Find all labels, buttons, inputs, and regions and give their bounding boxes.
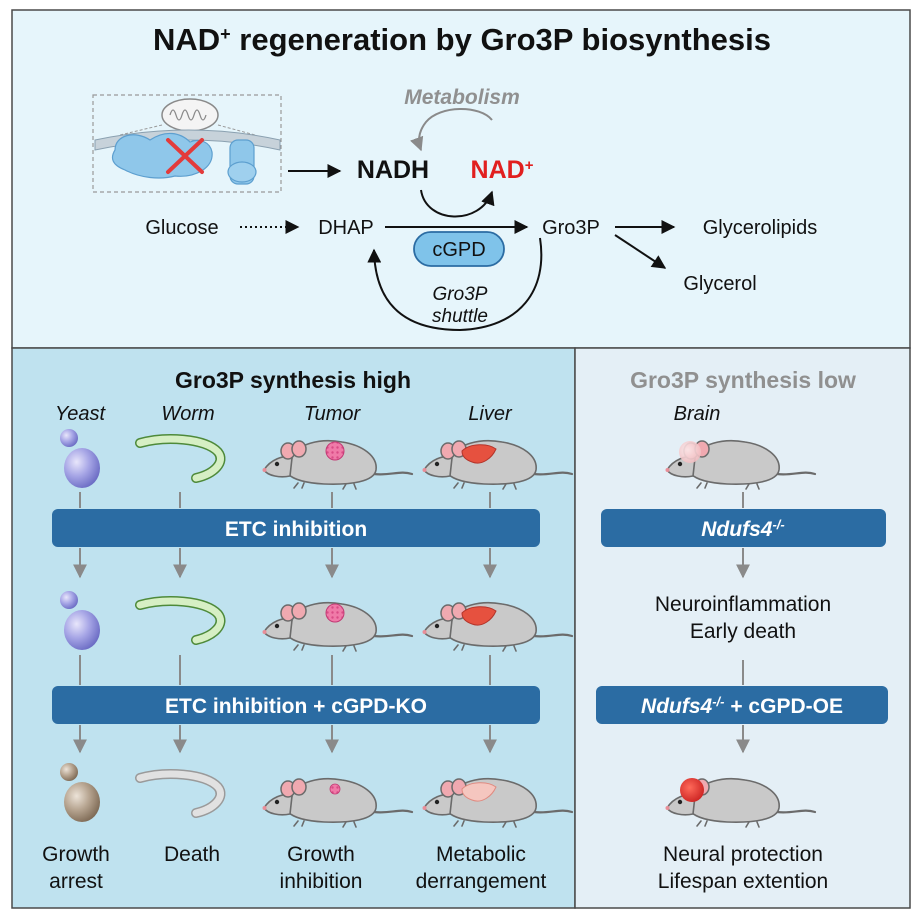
nad-plus-label: NAD+ [471,156,534,184]
yeast-icon-row3 [60,763,100,822]
outcome-rescue-line2: Lifespan extention [658,870,828,893]
nadh-to-nad-arrow [420,189,495,218]
outcome-brain-line2: Early death [690,620,796,643]
yeast-icon-row2 [60,591,100,650]
worm-icon-row1 [136,435,224,482]
etc-inhibition-label: ETC inhibition [225,518,367,541]
liver-icon-row3 [461,782,497,802]
yeast-icon-row1 [60,429,100,488]
tumor-icon-row1 [325,441,345,461]
worm-icon-row3 [136,770,224,817]
liver-icon-row1 [461,444,497,464]
brain-icon-red [680,778,704,802]
brain-icon-pale [679,441,701,463]
outcome-tumor-line2: inhibition [280,870,363,893]
worm-icon-row2 [136,597,224,644]
organism-label-yeast: Yeast [55,403,106,425]
glycerolipids-label: Glycerolipids [703,217,817,239]
dhap-label: DHAP [318,217,374,239]
glucose-label: Glucose [145,217,218,239]
metabolism-arrow [410,108,493,152]
etc-inhibition-cgpd-ko-bar [52,686,540,724]
ndufs4-cgpd-oe-label: Ndufs4-/- + cGPD-OE [641,694,843,719]
ndufs4-ko-bar [601,509,886,547]
cgpd-enzyme-pill [413,231,505,267]
top-panel [11,9,911,349]
mitochondria-etc-icon [92,94,282,193]
shuttle-label-line2: shuttle [432,306,488,327]
outcome-liver-line2: derrangement [416,870,547,893]
shuttle-label-line1: Gro3P [433,284,488,305]
outcome-yeast-line1: Growth [42,843,110,866]
main-title: NAD+ regeneration by Gro3P biosynthesis [153,22,771,57]
tumor-icon-row2 [325,603,345,623]
tumor-icon-row3 [329,783,341,795]
etc-inhibition-bar [52,509,540,547]
glycerol-label: Glycerol [683,273,756,295]
etc-inhibition-cgpd-ko-label: ETC inhibition + cGPD-KO [165,695,427,718]
outcome-worm: Death [164,843,220,866]
left-panel-header: Gro3P synthesis high [175,367,411,393]
nadh-label: NADH [357,156,429,184]
gro3p-label: Gro3P [542,217,600,239]
liver-icon-row2 [461,606,497,626]
metabolism-label: Metabolism [404,86,520,109]
outcome-rescue-line1: Neural protection [663,843,823,866]
ndufs4-cgpd-oe-bar [596,686,888,724]
right-panel-header: Gro3P synthesis low [630,367,856,393]
gro3p-shuttle-arrow [367,237,543,332]
ndufs4-ko-label: Ndufs4-/- [701,517,784,542]
organism-label-tumor: Tumor [304,403,362,425]
cgpd-label: cGPD [432,239,485,261]
organism-label-worm: Worm [161,403,214,425]
outcome-tumor-line1: Growth [287,843,355,866]
organism-label-brain: Brain [674,403,721,425]
gro3p-to-glycerol-arrow [614,234,667,269]
outcome-brain-line1: Neuroinflammation [655,593,831,616]
outcome-liver-line1: Metabolic [436,843,526,866]
outcome-yeast-line2: arrest [49,870,103,893]
organism-label-liver: Liver [468,403,513,425]
